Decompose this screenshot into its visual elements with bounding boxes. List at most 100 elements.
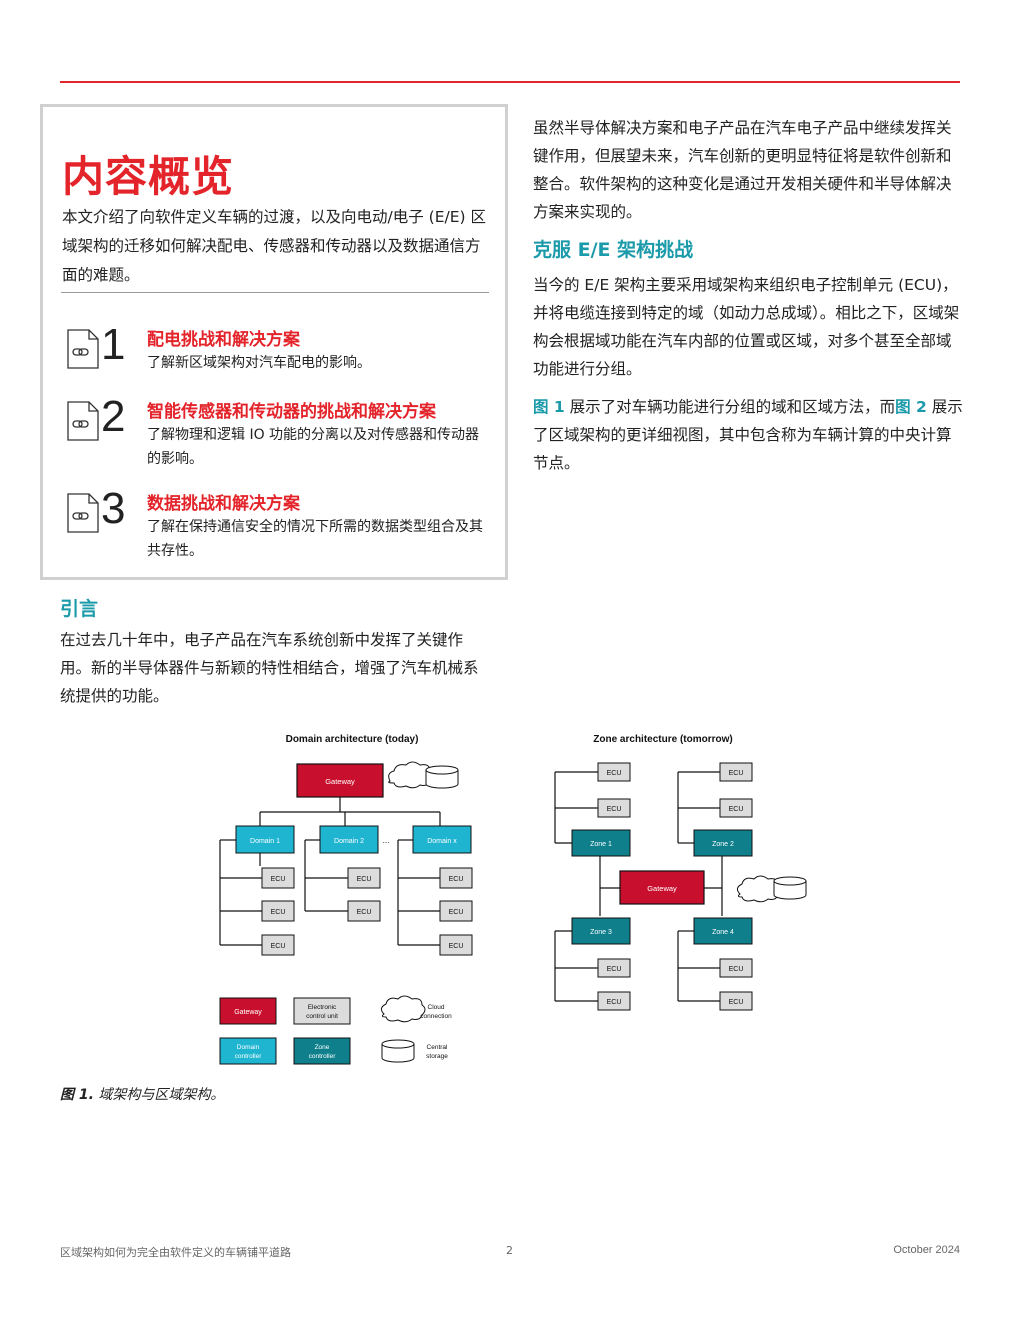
legend-zone-label-2: controller: [309, 1053, 337, 1060]
ecu-box: [597, 991, 631, 1011]
ecu-box: [261, 867, 295, 889]
toc-title[interactable]: 配电挑战和解决方案: [147, 330, 300, 350]
ecu-label: ECU: [449, 909, 464, 916]
ecu-box: [439, 867, 473, 889]
zone-4-box: [693, 917, 753, 945]
ecu-label: ECU: [607, 770, 622, 777]
zone-gateway-label: Gateway: [647, 884, 677, 893]
storage-icon: [425, 765, 459, 789]
document-link-icon: [67, 493, 99, 533]
domain-architecture: [219, 797, 441, 946]
right-paragraph-3: 图 1 展示了对车辆功能进行分组的域和区域方法，而图 2 展示了区域架构的更详细…: [533, 393, 963, 477]
ecu-label: ECU: [449, 943, 464, 950]
ecu-box: [439, 900, 473, 922]
legend-gateway-label: Gateway: [234, 1009, 262, 1016]
document-link-icon: [67, 329, 99, 369]
ecu-box: [719, 762, 753, 782]
ecu-box: [719, 958, 753, 978]
zone-3-box: [571, 917, 631, 945]
document-link-icon: [67, 401, 99, 441]
domain-gateway-box: [296, 763, 384, 798]
toc-number: 3: [101, 484, 126, 533]
ecu-box: [597, 762, 631, 782]
domain-1-label: Domain 1: [250, 838, 280, 845]
ecu-box: [597, 798, 631, 818]
overview-title: 内容概览: [62, 152, 235, 201]
domain-x-label: Domain x: [427, 838, 457, 845]
domain-ellipsis: ...: [383, 836, 390, 845]
ecu-label: ECU: [729, 770, 744, 777]
domain-gateway-label: Gateway: [325, 777, 355, 786]
zone-1-box: [571, 829, 631, 857]
legend-storage-label-1: Central: [427, 1044, 449, 1051]
legend-zone-swatch: [293, 1037, 351, 1065]
ecu-box: [261, 900, 295, 922]
legend-ecu-label-1: Electronic: [308, 1004, 337, 1011]
legend-cloud-label-1: Cloud: [428, 1004, 445, 1011]
legend-cloud-icon: [380, 995, 426, 1023]
toc-title[interactable]: 数据挑战和解决方案: [147, 494, 300, 514]
legend-ecu-label-2: control unit: [306, 1013, 338, 1020]
architecture-figure: Domain architecture (today) Zone archite…: [219, 734, 807, 1065]
legend-ecu-swatch: [293, 997, 351, 1025]
intro-heading: 引言: [60, 598, 99, 620]
toc-number: 2: [101, 392, 126, 441]
para3-text-end: 展示了区域架构的更详细视图，其中包含称为车辆计算的中央计算节点。: [533, 398, 963, 472]
domain-arch-title: Domain architecture (today): [286, 734, 419, 745]
zone-2-label: Zone 2: [712, 841, 734, 848]
footer-page-number: 2: [506, 1244, 513, 1257]
ecu-box: [261, 934, 295, 956]
toc-desc: 了解物理和逻辑 IO 功能的分离以及对传感器和传动器的影响。: [147, 427, 480, 467]
ecu-label: ECU: [729, 966, 744, 973]
zone-3-label: Zone 3: [590, 929, 612, 936]
overview-divider: [61, 292, 489, 293]
ecu-box: [347, 867, 381, 889]
ecu-box: [719, 991, 753, 1011]
right-paragraph-2: 当今的 E/E 架构主要采用域架构来组织电子控制单元 (ECU)，并将电缆连接到…: [533, 276, 960, 378]
footer-doc-title: 区域架构如何为完全由软件定义的车辆铺平道路: [60, 1246, 291, 1259]
ecu-label: ECU: [357, 909, 372, 916]
top-rule: [60, 81, 960, 83]
ecu-box: [597, 958, 631, 978]
ecu-label: ECU: [271, 909, 286, 916]
footer-date: October 2024: [893, 1244, 960, 1256]
figure-caption-text: 域架构与区域架构。: [93, 1087, 225, 1103]
figure-caption: 图 1. 域架构与区域架构。: [60, 1084, 224, 1104]
legend-cloud-label-2: connection: [420, 1013, 452, 1020]
legend-storage-label-2: storage: [426, 1053, 448, 1060]
toc-desc: 了解新区域架构对汽车配电的影响。: [147, 355, 371, 371]
figure-caption-label: 图 1.: [60, 1087, 94, 1103]
ecu-box: [719, 798, 753, 818]
domain-2-box: [319, 825, 379, 854]
zone-4-label: Zone 4: [712, 929, 734, 936]
ecu-label: ECU: [449, 876, 464, 883]
ecu-label: ECU: [357, 876, 372, 883]
overview-box: 内容概览 本文介绍了向软件定义车辆的过渡，以及向电动/电子 (E/E) 区域架构…: [40, 104, 508, 580]
domain-2-label: Domain 2: [334, 838, 364, 845]
ecu-box: [439, 934, 473, 956]
zone-2-box: [693, 829, 753, 857]
toc-title[interactable]: 智能传感器和传动器的挑战和解决方案: [147, 402, 436, 422]
ecu-label: ECU: [607, 999, 622, 1006]
ecu-label: ECU: [607, 966, 622, 973]
domain-1-box: [235, 825, 295, 854]
legend-domain-label-2: controller: [235, 1053, 263, 1060]
legend-storage-icon: [381, 1039, 415, 1063]
legend-zone-label-1: Zone: [315, 1044, 330, 1051]
zone-gateway-box: [619, 870, 705, 905]
zone-1-label: Zone 1: [590, 841, 612, 848]
legend-domain-swatch: [219, 1037, 277, 1065]
toc-desc: 了解在保持通信安全的情况下所需的数据类型组合及其共存性。: [147, 519, 483, 559]
ecu-label: ECU: [729, 806, 744, 813]
figure-1-link[interactable]: 图 1: [533, 398, 565, 416]
domain-x-box: [412, 825, 472, 854]
ecu-label: ECU: [271, 876, 286, 883]
overview-intro: 本文介绍了向软件定义车辆的过渡，以及向电动/电子 (E/E) 区域架构的迁移如何…: [62, 208, 486, 284]
ecu-label: ECU: [271, 943, 286, 950]
zone-arch-title: Zone architecture (tomorrow): [593, 734, 732, 745]
figure-2-link[interactable]: 图 2: [895, 398, 927, 416]
toc-number: 1: [101, 320, 126, 369]
para3-text: 展示了对车辆功能进行分组的域和区域方法，而: [564, 398, 896, 416]
ee-challenge-heading: 克服 E/E 架构挑战: [533, 239, 694, 261]
zone-architecture: [554, 771, 723, 1002]
